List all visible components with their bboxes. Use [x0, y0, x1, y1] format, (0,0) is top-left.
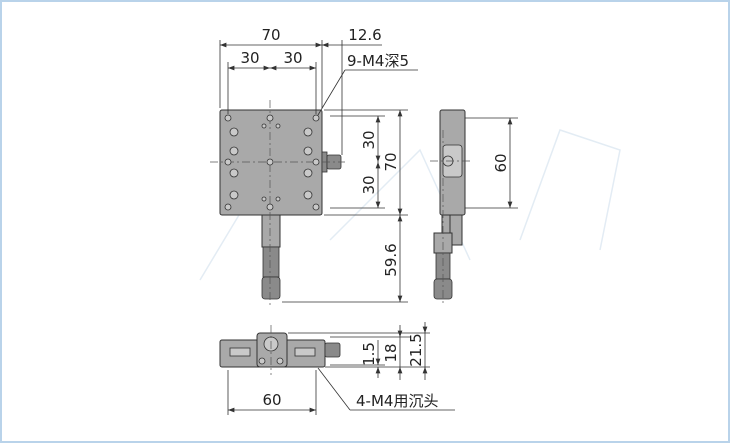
dim-18: 18	[382, 343, 400, 362]
hole-callout-front: 4-M4用沉头	[356, 392, 438, 410]
dim-vert-top: 30	[360, 130, 378, 149]
dim-knob-12-6: 12.6	[348, 26, 381, 44]
dim-vert-bottom: 30	[360, 175, 378, 194]
dim-side-60: 60	[492, 153, 510, 172]
hole-callout-top: 9-M4深5	[347, 52, 409, 70]
dim-1-5: 1.5	[360, 342, 378, 366]
front-view: 60 1.5 18 21.5 4-M4用沉头	[219, 322, 455, 415]
dim-micrometer: 59.6	[382, 243, 400, 276]
dim-height-70: 70	[382, 152, 400, 171]
top-view: 70 12.6 30 30 9-M4深5 30 30 70 59.6	[210, 26, 418, 305]
dim-21-5: 21.5	[407, 333, 425, 366]
dim-pitch-left: 30	[240, 49, 259, 67]
micrometer-thimble	[261, 276, 281, 300]
mounting-holes	[224, 114, 320, 211]
dim-width-70: 70	[261, 26, 280, 44]
dim-front-60: 60	[262, 391, 281, 409]
dim-pitch-right: 30	[283, 49, 302, 67]
side-view: 60	[430, 109, 518, 305]
